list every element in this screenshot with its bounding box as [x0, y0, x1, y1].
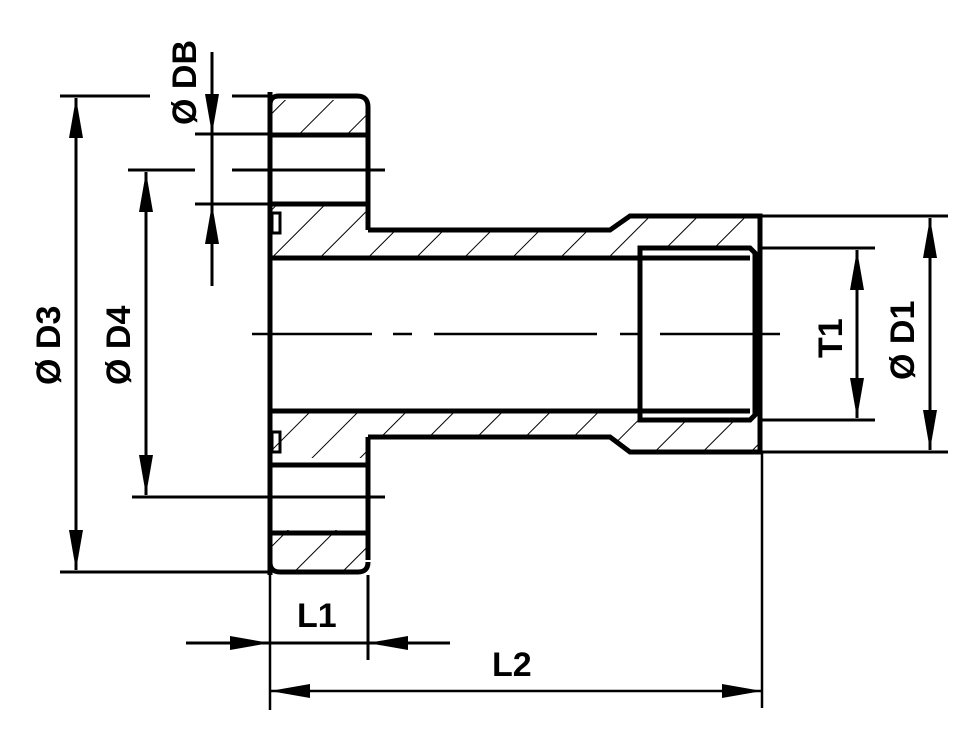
seal-groove-top [270, 211, 282, 235]
label-d3: Ø D3 [30, 306, 68, 385]
label-l1: L1 [297, 597, 337, 635]
dimension-lines [69, 52, 937, 698]
center-lines [132, 168, 780, 499]
label-l2: L2 [492, 646, 532, 684]
label-t1: T1 [812, 318, 850, 358]
dimension-labels: Ø DB Ø D3 Ø D4 T1 Ø D1 L1 L2 [30, 40, 922, 684]
label-d1: Ø D1 [884, 301, 922, 380]
extension-lines [60, 94, 948, 710]
label-d4: Ø D4 [100, 306, 138, 385]
label-db: Ø DB [166, 40, 204, 125]
seal-groove-bottom [270, 430, 282, 454]
